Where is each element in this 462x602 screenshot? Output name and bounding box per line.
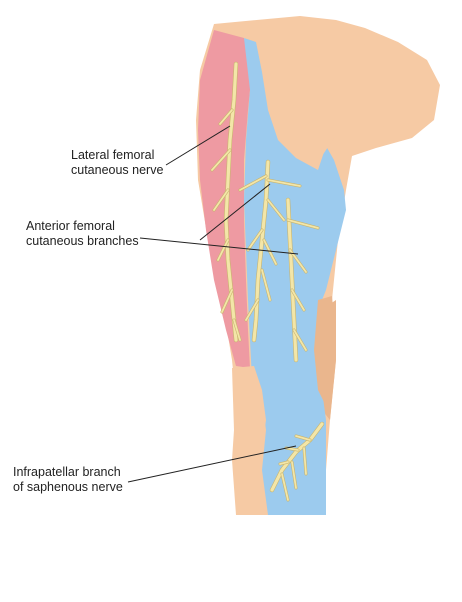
abdomen-region bbox=[262, 30, 420, 156]
medial-knee-patch bbox=[314, 296, 336, 410]
label-line: of saphenous nerve bbox=[13, 480, 123, 494]
label-line: Anterior femoral bbox=[26, 219, 115, 233]
label-line: cutaneous branches bbox=[26, 234, 139, 248]
leader-infrapatellar bbox=[127, 445, 297, 483]
label-anterior-femoral-cutaneous-branches: Anterior femoral cutaneous branches bbox=[26, 219, 139, 249]
infrapatellar-nerve bbox=[270, 422, 324, 492]
label-lateral-femoral-cutaneous-nerve: Lateral femoral cutaneous nerve bbox=[71, 148, 163, 178]
knee-patch bbox=[232, 366, 266, 470]
anterior-branches-thin bbox=[239, 175, 319, 351]
leader-lateral-femoral bbox=[165, 125, 231, 166]
lateral-nerve-branch bbox=[211, 109, 241, 341]
label-line: Infrapatellar branch bbox=[13, 465, 121, 479]
label-infrapatellar-branch: Infrapatellar branch of saphenous nerve bbox=[13, 465, 123, 495]
label-line: Lateral femoral bbox=[71, 148, 155, 162]
infrapatellar-branches bbox=[279, 435, 311, 501]
anterior-femoral-zone bbox=[244, 38, 346, 515]
anterior-femoral-nerve-1 bbox=[252, 160, 270, 342]
leader-anterior-2 bbox=[139, 237, 299, 255]
label-line: cutaneous nerve bbox=[71, 163, 164, 177]
leader-anterior-1 bbox=[199, 183, 271, 241]
